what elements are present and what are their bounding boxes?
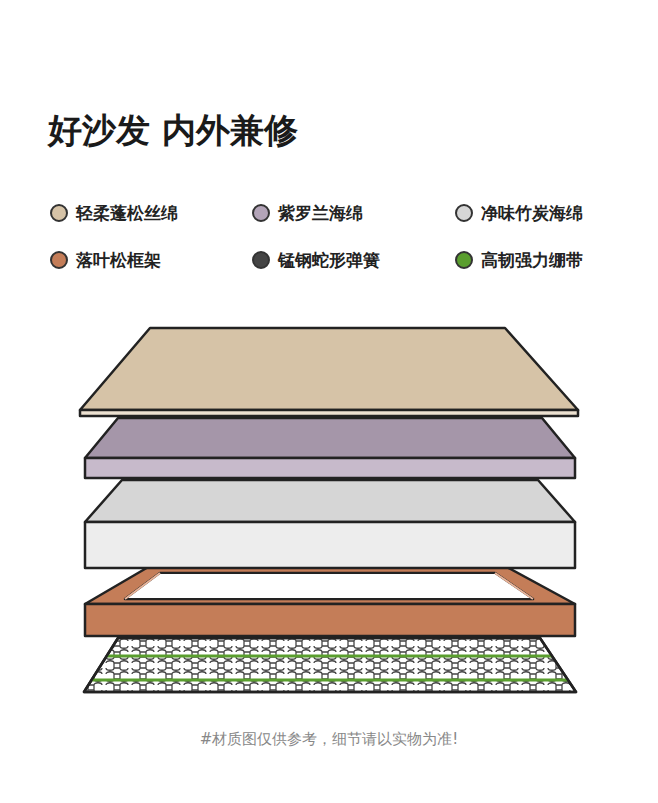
legend-swatch — [252, 251, 270, 269]
legend-label: 净味竹炭海绵 — [481, 202, 583, 225]
silk-cotton-top — [80, 328, 578, 410]
serpentine-springs — [80, 636, 580, 694]
legend-entry: 锰钢蛇形弹簧 — [252, 247, 380, 273]
spring-outline — [84, 638, 576, 692]
legend-entry: 高韧强力绷带 — [455, 247, 583, 273]
legend-label: 紫罗兰海绵 — [278, 202, 363, 225]
legend-entry: 紫罗兰海绵 — [252, 200, 363, 226]
legend-label: 轻柔蓬松丝绵 — [76, 202, 178, 225]
legend-entry: 落叶松框架 — [50, 247, 161, 273]
legend-swatch — [455, 204, 473, 222]
legend-swatch — [50, 251, 68, 269]
frame-highlight — [125, 573, 533, 599]
strap-band — [80, 679, 580, 682]
strap-band — [80, 655, 580, 658]
legend-entry: 净味竹炭海绵 — [455, 200, 583, 226]
frame-front — [85, 604, 575, 636]
frame-top — [85, 566, 575, 604]
legend-label: 锰钢蛇形弹簧 — [278, 249, 380, 272]
page-title: 好沙发 内外兼修 — [48, 108, 298, 154]
frame-opening — [125, 573, 533, 599]
legend-label: 高韧强力绷带 — [481, 249, 583, 272]
legend-entry: 轻柔蓬松丝绵 — [50, 200, 178, 226]
legend-swatch — [50, 204, 68, 222]
violet-sponge-front — [85, 458, 575, 478]
legend-swatch — [455, 251, 473, 269]
silk-cotton-front — [80, 410, 578, 416]
charcoal-sponge-front — [85, 522, 575, 568]
legend-swatch — [252, 204, 270, 222]
disclaimer-caption: #材质图仅供参考，细节请以实物为准! — [0, 730, 658, 749]
violet-sponge-top — [85, 418, 575, 458]
legend-label: 落叶松框架 — [76, 249, 161, 272]
charcoal-sponge-top — [85, 480, 575, 522]
